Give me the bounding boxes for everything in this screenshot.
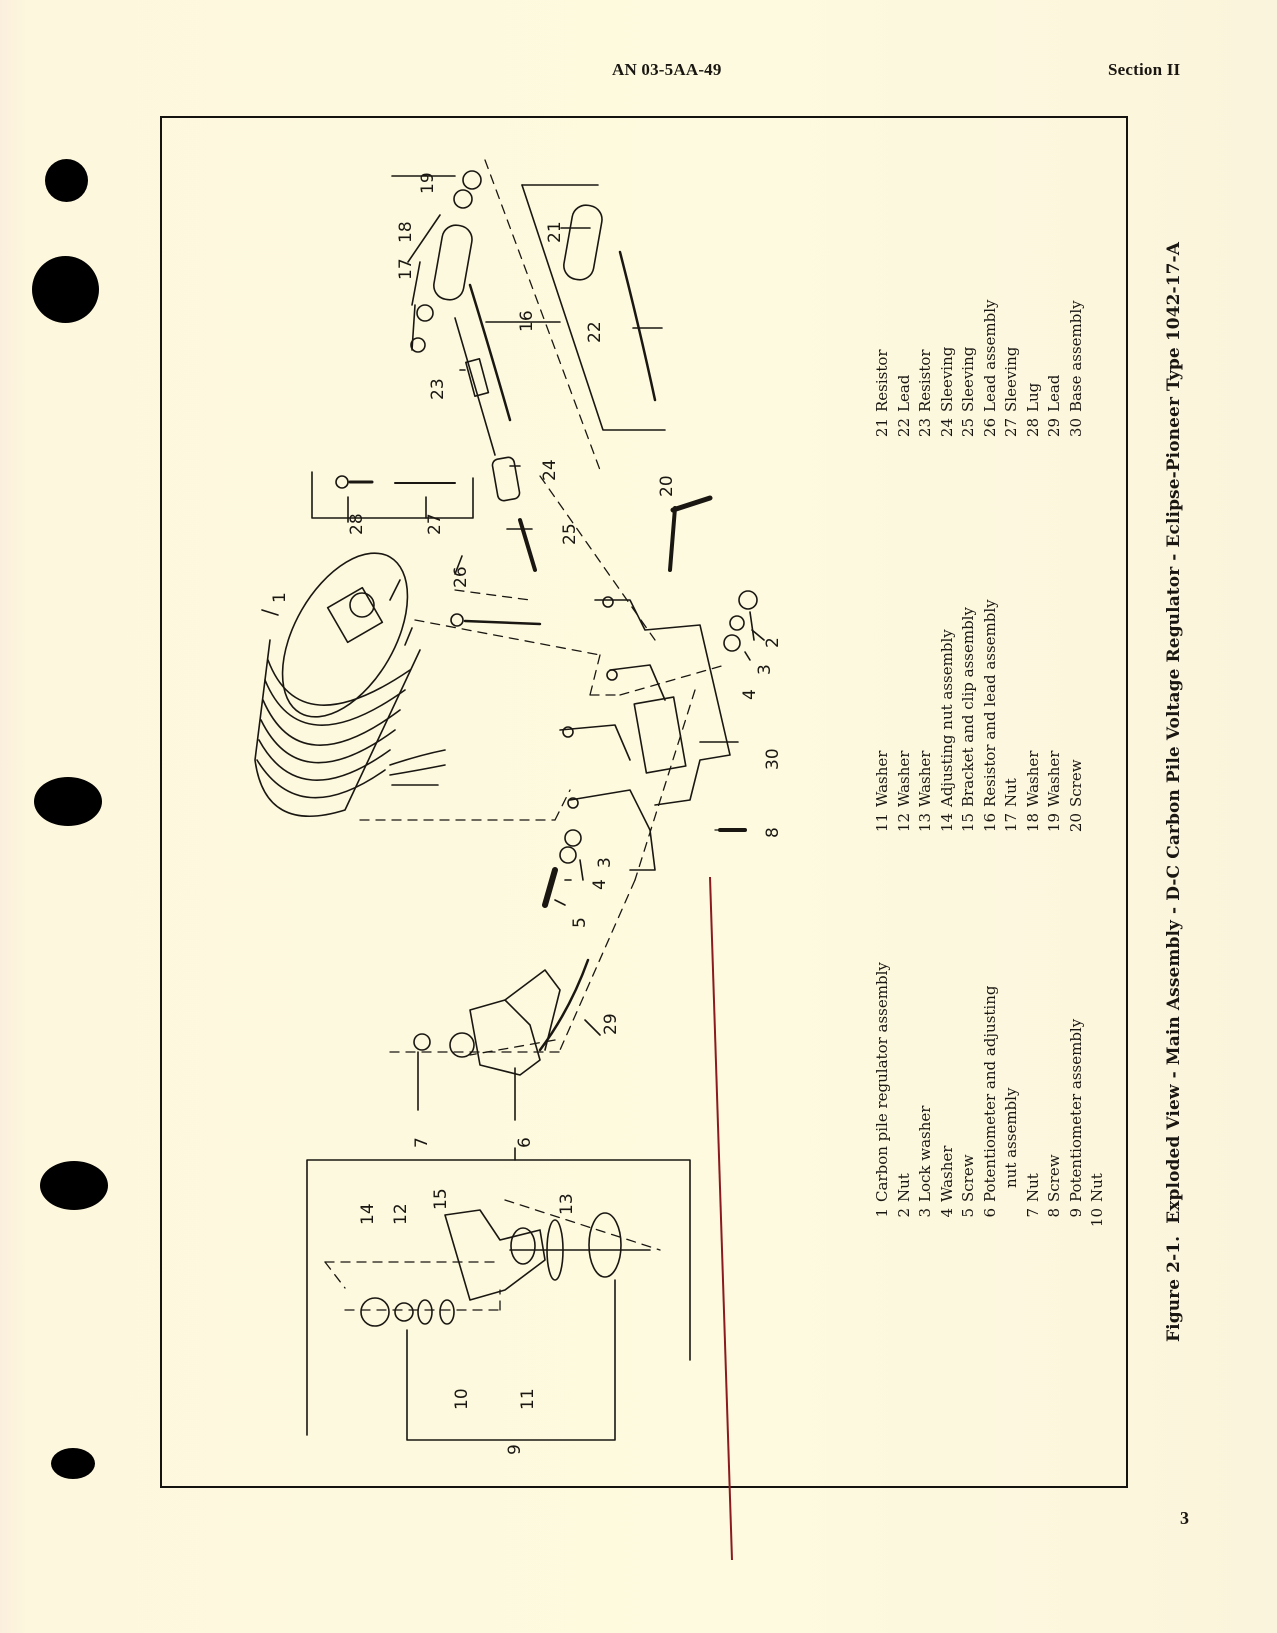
svg-text:23: 23 [428, 378, 448, 400]
red-margin-rule [709, 876, 733, 1561]
figure-caption: Figure 2-1. Exploded View - Main Assembl… [1164, 241, 1184, 1342]
legend-item-continuation: nut assembly [1002, 1087, 1020, 1188]
svg-text:11: 11 [518, 1388, 538, 1410]
svg-text:2: 2 [763, 637, 783, 648]
svg-text:15: 15 [431, 1188, 451, 1210]
section-label: Section II [1108, 60, 1181, 79]
punch-hole [51, 1448, 95, 1479]
svg-text:21: 21 [545, 221, 565, 243]
svg-text:16: 16 [517, 310, 537, 332]
svg-text:4: 4 [590, 879, 610, 890]
svg-text:8: 8 [763, 827, 783, 838]
svg-text:29: 29 [601, 1013, 621, 1035]
page-number: 3 [1180, 1508, 1189, 1528]
svg-text:10: 10 [452, 1388, 472, 1410]
punch-hole [45, 159, 88, 202]
svg-text:4: 4 [740, 689, 760, 700]
base-assembly-drawing [559, 596, 731, 871]
svg-text:20: 20 [657, 475, 677, 497]
svg-text:3: 3 [755, 664, 775, 675]
svg-text:18: 18 [396, 221, 416, 243]
svg-text:12: 12 [391, 1203, 411, 1225]
svg-text:9: 9 [505, 1444, 525, 1455]
svg-text:13: 13 [557, 1193, 577, 1215]
document-number: AN 03-5AA-49 [612, 60, 722, 79]
potentiometer-adjusting-nut-drawing [449, 958, 590, 1076]
svg-text:25: 25 [560, 523, 580, 545]
svg-text:17: 17 [396, 258, 416, 280]
svg-text:7: 7 [412, 1137, 432, 1148]
svg-text:30: 30 [763, 748, 783, 770]
svg-text:1: 1 [270, 592, 290, 603]
svg-text:24: 24 [540, 459, 560, 481]
svg-text:22: 22 [585, 321, 605, 343]
svg-text:14: 14 [358, 1203, 378, 1225]
carbon-pile-assembly-drawing [254, 552, 446, 818]
svg-text:26: 26 [451, 566, 471, 588]
punch-hole [34, 777, 102, 826]
svg-text:5: 5 [570, 917, 590, 928]
figure-frame [160, 116, 1128, 1488]
punch-hole [32, 256, 99, 323]
svg-text:6: 6 [515, 1137, 535, 1148]
svg-text:28: 28 [347, 513, 367, 535]
punch-hole [40, 1161, 108, 1210]
svg-text:27: 27 [425, 513, 445, 535]
svg-text:19: 19 [418, 172, 438, 194]
svg-text:3: 3 [595, 857, 615, 868]
